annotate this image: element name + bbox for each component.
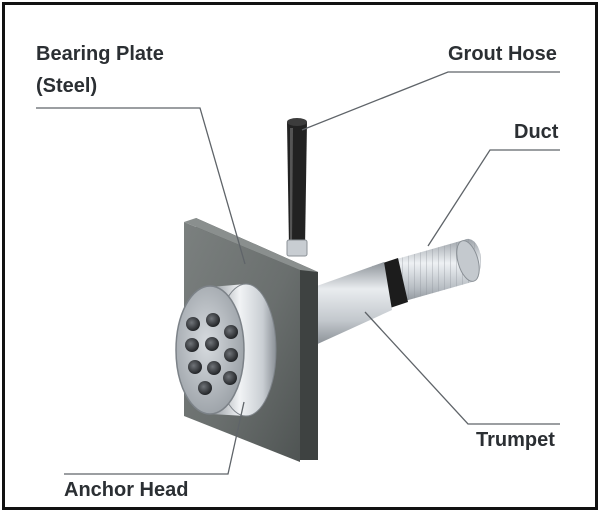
bearing-plate-material-label: (Steel) xyxy=(36,75,98,97)
grout-hose xyxy=(286,118,308,257)
anchor-head-label: Anchor Head xyxy=(64,479,189,501)
grout-hose-label: Grout Hose xyxy=(448,43,557,65)
bearing-plate-leader xyxy=(36,107,246,265)
trumpet xyxy=(300,262,392,352)
duct-band xyxy=(380,258,408,308)
anchor-head xyxy=(175,283,277,417)
trumpet-leader xyxy=(364,311,560,425)
wedge-holes xyxy=(185,313,238,395)
bearing-plate-label: Bearing Plate xyxy=(36,43,164,65)
duct-label: Duct xyxy=(514,121,559,143)
trumpet-label: Trumpet xyxy=(476,429,555,451)
duct-leader xyxy=(427,149,560,247)
anchor-head-leader xyxy=(64,401,245,475)
grout-hose-leader xyxy=(301,71,560,131)
